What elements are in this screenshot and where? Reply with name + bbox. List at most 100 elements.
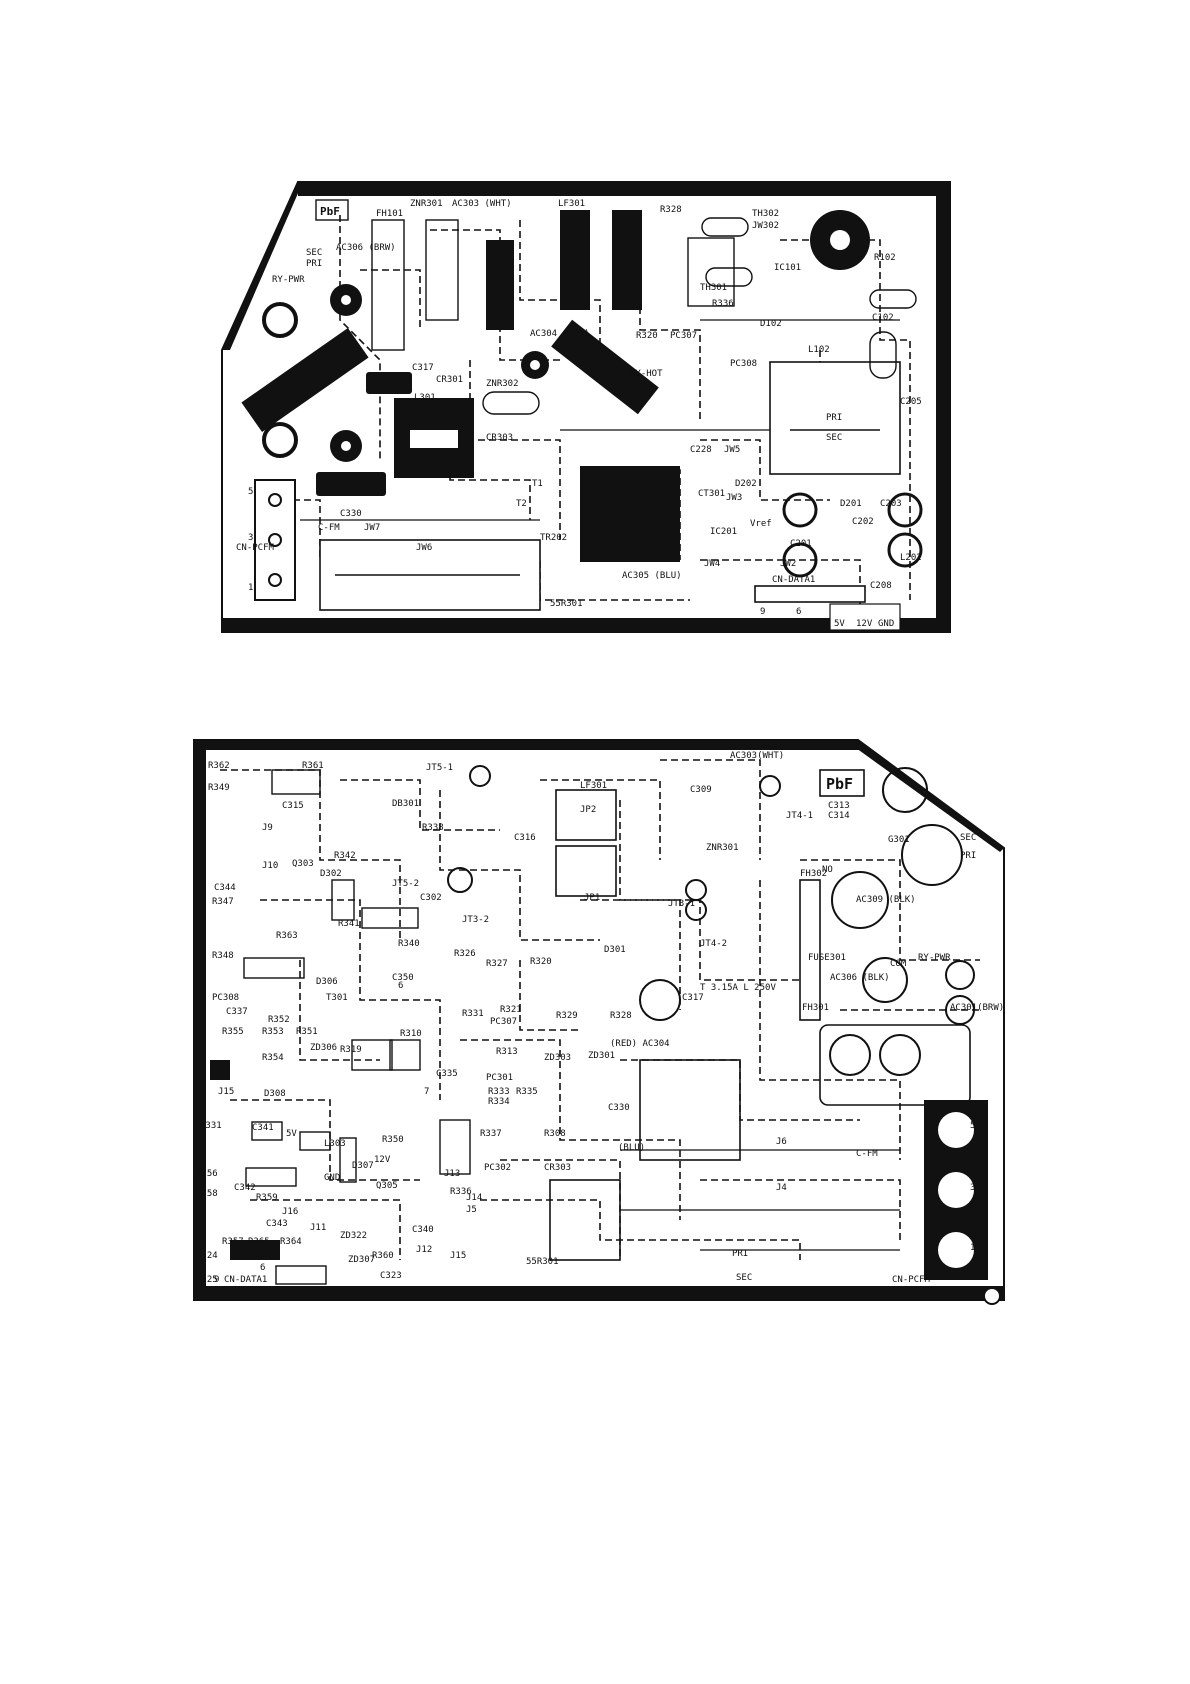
bottom-pcb-board: PbF	[193, 739, 1005, 1305]
bot-lbl-r319: R319	[340, 1045, 362, 1055]
bot-lbl-n6b: 6	[398, 981, 403, 991]
top-lbl-c317: C317	[412, 363, 434, 373]
bot-lbl-d307: D307	[352, 1161, 374, 1171]
bot-lbl-n3: 3	[970, 1183, 975, 1193]
bot-lbl-g301: G301	[888, 835, 910, 845]
bot-lbl-c341: C341	[252, 1123, 274, 1133]
bot-lbl-r347: R347	[212, 897, 234, 907]
top-lbl-c330: C330	[340, 509, 362, 519]
bot-lbl-r337: R337	[480, 1129, 502, 1139]
bot-lbl-c317: C317	[682, 993, 704, 1003]
bot-lbl-j12: J12	[416, 1245, 432, 1255]
bot-lbl-r364: R364	[280, 1237, 302, 1247]
bot-lbl-pc307: PC307	[490, 1017, 517, 1027]
bot-lbl-j6: J6	[776, 1137, 787, 1147]
bot-lbl-c314: C314	[828, 811, 850, 821]
top-lbl-n5: 5	[248, 487, 253, 497]
bot-lbl-pri2: PRI	[732, 1249, 748, 1259]
bot-lbl-c343: C343	[266, 1219, 288, 1229]
top-lbl-l301: L301	[414, 393, 436, 403]
bot-lbl-zd307: ZD307	[348, 1255, 375, 1265]
bot-lbl-com: COM	[890, 959, 907, 969]
bot-lbl-d301: D301	[604, 945, 626, 955]
bot-lbl-pc308: PC308	[212, 993, 239, 1003]
bot-lbl-c313: C313	[828, 801, 850, 811]
top-lbl-jw5: JW5	[724, 445, 740, 455]
top-lbl-jw2: JW2	[780, 559, 796, 569]
bot-lbl-pc302: PC302	[484, 1163, 511, 1173]
top-lbl-znr301: ZNR301	[410, 199, 443, 209]
bot-lbl-r310: R310	[400, 1029, 422, 1039]
bot-lbl-c340: C340	[412, 1225, 434, 1235]
bot-lbl-r326: R326	[454, 949, 476, 959]
top-lbl-ac305: AC305 (BLU)	[622, 571, 682, 581]
top-lbl-cnpcfm: CN-PCFM	[236, 543, 275, 553]
bot-lbl-jt31: JT3-1	[668, 899, 695, 909]
top-cn-data1	[754, 585, 866, 603]
top-transformer	[769, 361, 901, 475]
bot-lbl-j13: J13	[444, 1169, 460, 1179]
top-lbl-r328: R328	[660, 205, 682, 215]
bot-lbl-r327: R327	[486, 959, 508, 969]
bottom-relay-rypwr	[819, 1024, 971, 1106]
bot-lbl-r350: R350	[382, 1135, 404, 1145]
bot-lbl-n5: 5	[970, 1121, 975, 1131]
bot-lbl-jt52: JT5-2	[392, 879, 419, 889]
bot-lbl-c323: C323	[380, 1271, 402, 1281]
bot-lbl-blu: (BLU)	[618, 1143, 645, 1153]
bot-lbl-jt41: JT4-1	[786, 811, 813, 821]
top-block-c311	[366, 372, 412, 394]
top-lbl-ac306: AC306 (BRW)	[336, 243, 396, 253]
bot-lbl-cfm: C-FM	[856, 1149, 878, 1159]
bot-lbl-r358: R358	[196, 1189, 218, 1199]
bot-lbl-r365: R365	[248, 1237, 270, 1247]
bot-lbl-c302: C302	[420, 893, 442, 903]
top-lbl-vref: Vref	[750, 519, 772, 529]
top-block-c330	[316, 472, 386, 496]
bot-lbl-zd301: ZD301	[588, 1051, 615, 1061]
bot-lbl-r321: R321	[500, 1005, 522, 1015]
top-lbl-pc307: PC307	[670, 331, 697, 341]
bot-lbl-ac306: AC306 (BLK)	[830, 973, 890, 983]
top-lbl-ic101: IC101	[774, 263, 801, 273]
bot-lbl-c330: C330	[608, 1103, 630, 1113]
bot-lbl-pc301: PC301	[486, 1073, 513, 1083]
bot-lbl-j15: J15	[218, 1087, 234, 1097]
bot-lbl-ac304: (RED) AC304	[610, 1039, 670, 1049]
top-lbl-rypwr: RY-PWR	[272, 275, 305, 285]
bot-lbl-zd303: ZD303	[544, 1053, 571, 1063]
top-relay-rypwr	[241, 327, 369, 433]
bot-lbl-r328: R328	[610, 1011, 632, 1021]
bot-lbl-n6: 6	[260, 1263, 265, 1273]
bot-lbl-c316: C316	[514, 833, 536, 843]
bottom-fuse301	[799, 879, 821, 1021]
bot-lbl-r342: R342	[334, 851, 356, 861]
bot-lbl-r361: R361	[302, 761, 324, 771]
bot-lbl-fh301: FH301	[802, 1003, 829, 1013]
bottom-55r301	[549, 1179, 621, 1261]
bot-lbl-ac309: AC309 (BLK)	[856, 895, 916, 905]
bot-lbl-t301: T301	[326, 993, 348, 1003]
bot-lbl-r352: R352	[268, 1015, 290, 1025]
top-lbl-jw7: JW7	[364, 523, 380, 533]
top-lbl-jw302: JW302	[752, 221, 779, 231]
bot-lbl-r348: R348	[212, 951, 234, 961]
top-cap-c309	[486, 240, 514, 330]
bot-lbl-jp2: JP2	[580, 805, 596, 815]
top-lbl-jw4: JW4	[704, 559, 720, 569]
bot-lbl-j15b: J15	[450, 1251, 466, 1261]
bot-lbl-sec2: SEC	[736, 1273, 752, 1283]
bot-lbl-r357: R357	[222, 1237, 244, 1247]
bot-lbl-r331: R331	[462, 1009, 484, 1019]
bot-lbl-jt32: JT3-2	[462, 915, 489, 925]
top-lbl-cr301: CR301	[436, 375, 463, 385]
top-ct301	[580, 466, 680, 562]
bot-lbl-cr303: CR303	[544, 1163, 571, 1173]
bot-lbl-rypwr: RY-PWR	[918, 953, 951, 963]
bot-lbl-db301: DB301	[392, 799, 419, 809]
bot-lbl-c324: C324	[196, 1251, 218, 1261]
bot-lbl-q305: Q305	[376, 1181, 398, 1191]
bot-lbl-d302: D302	[320, 869, 342, 879]
bot-lbl-r359: R359	[256, 1193, 278, 1203]
